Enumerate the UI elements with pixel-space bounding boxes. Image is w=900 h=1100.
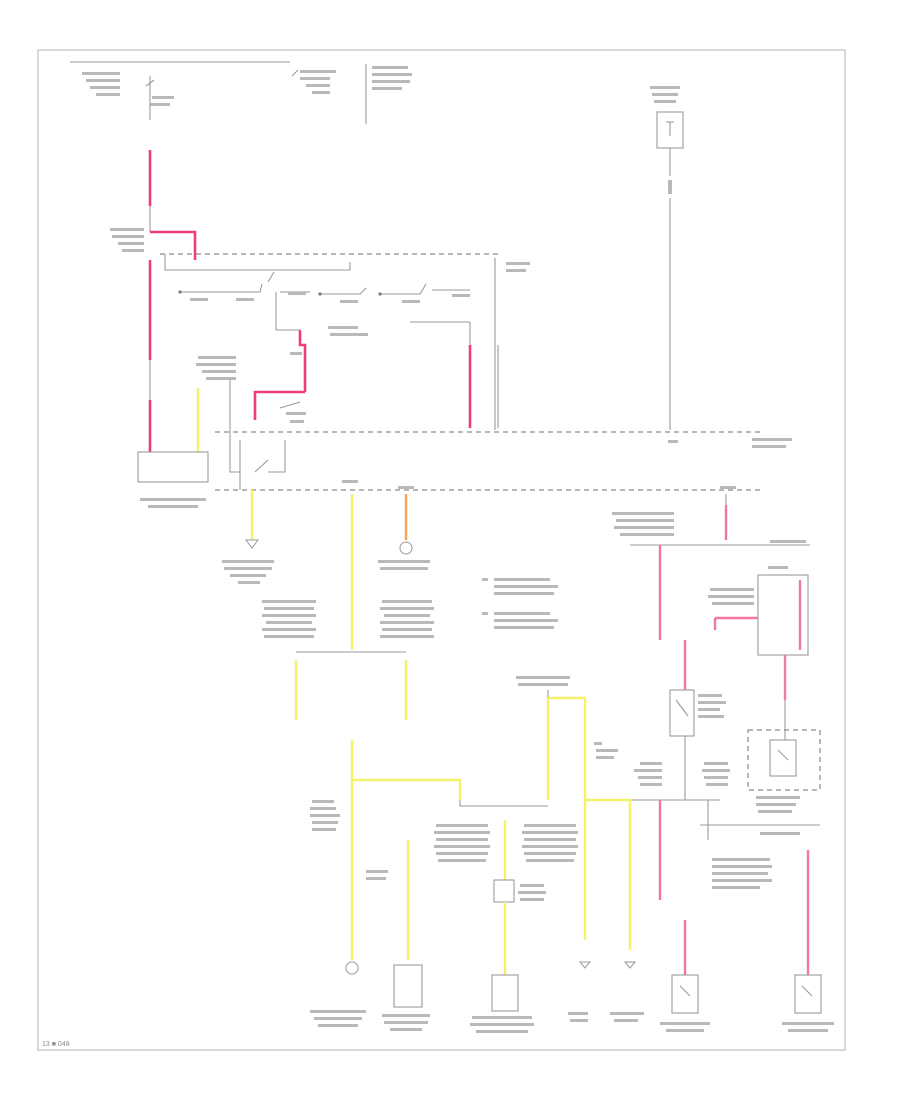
lower-center-component xyxy=(491,974,519,1012)
figure-number: 13 ■ 048 xyxy=(42,1041,70,1048)
right-relay xyxy=(669,689,695,737)
bottom-right-switch-a xyxy=(671,974,699,1014)
bottom-right-switch-b xyxy=(794,974,822,1014)
lower-center-left-component xyxy=(393,964,423,1008)
right-dashed-component xyxy=(747,729,821,791)
ignition-switch xyxy=(160,253,530,430)
legend-notes xyxy=(482,578,558,629)
top-left-fuse-block xyxy=(70,61,290,120)
top-mid-label-block xyxy=(291,64,412,124)
diagram-frame xyxy=(37,49,846,1051)
left-control-module xyxy=(137,451,209,483)
top-right-sensor xyxy=(650,86,684,430)
right-control-module xyxy=(708,566,809,750)
ignition-run-wire xyxy=(298,330,307,392)
